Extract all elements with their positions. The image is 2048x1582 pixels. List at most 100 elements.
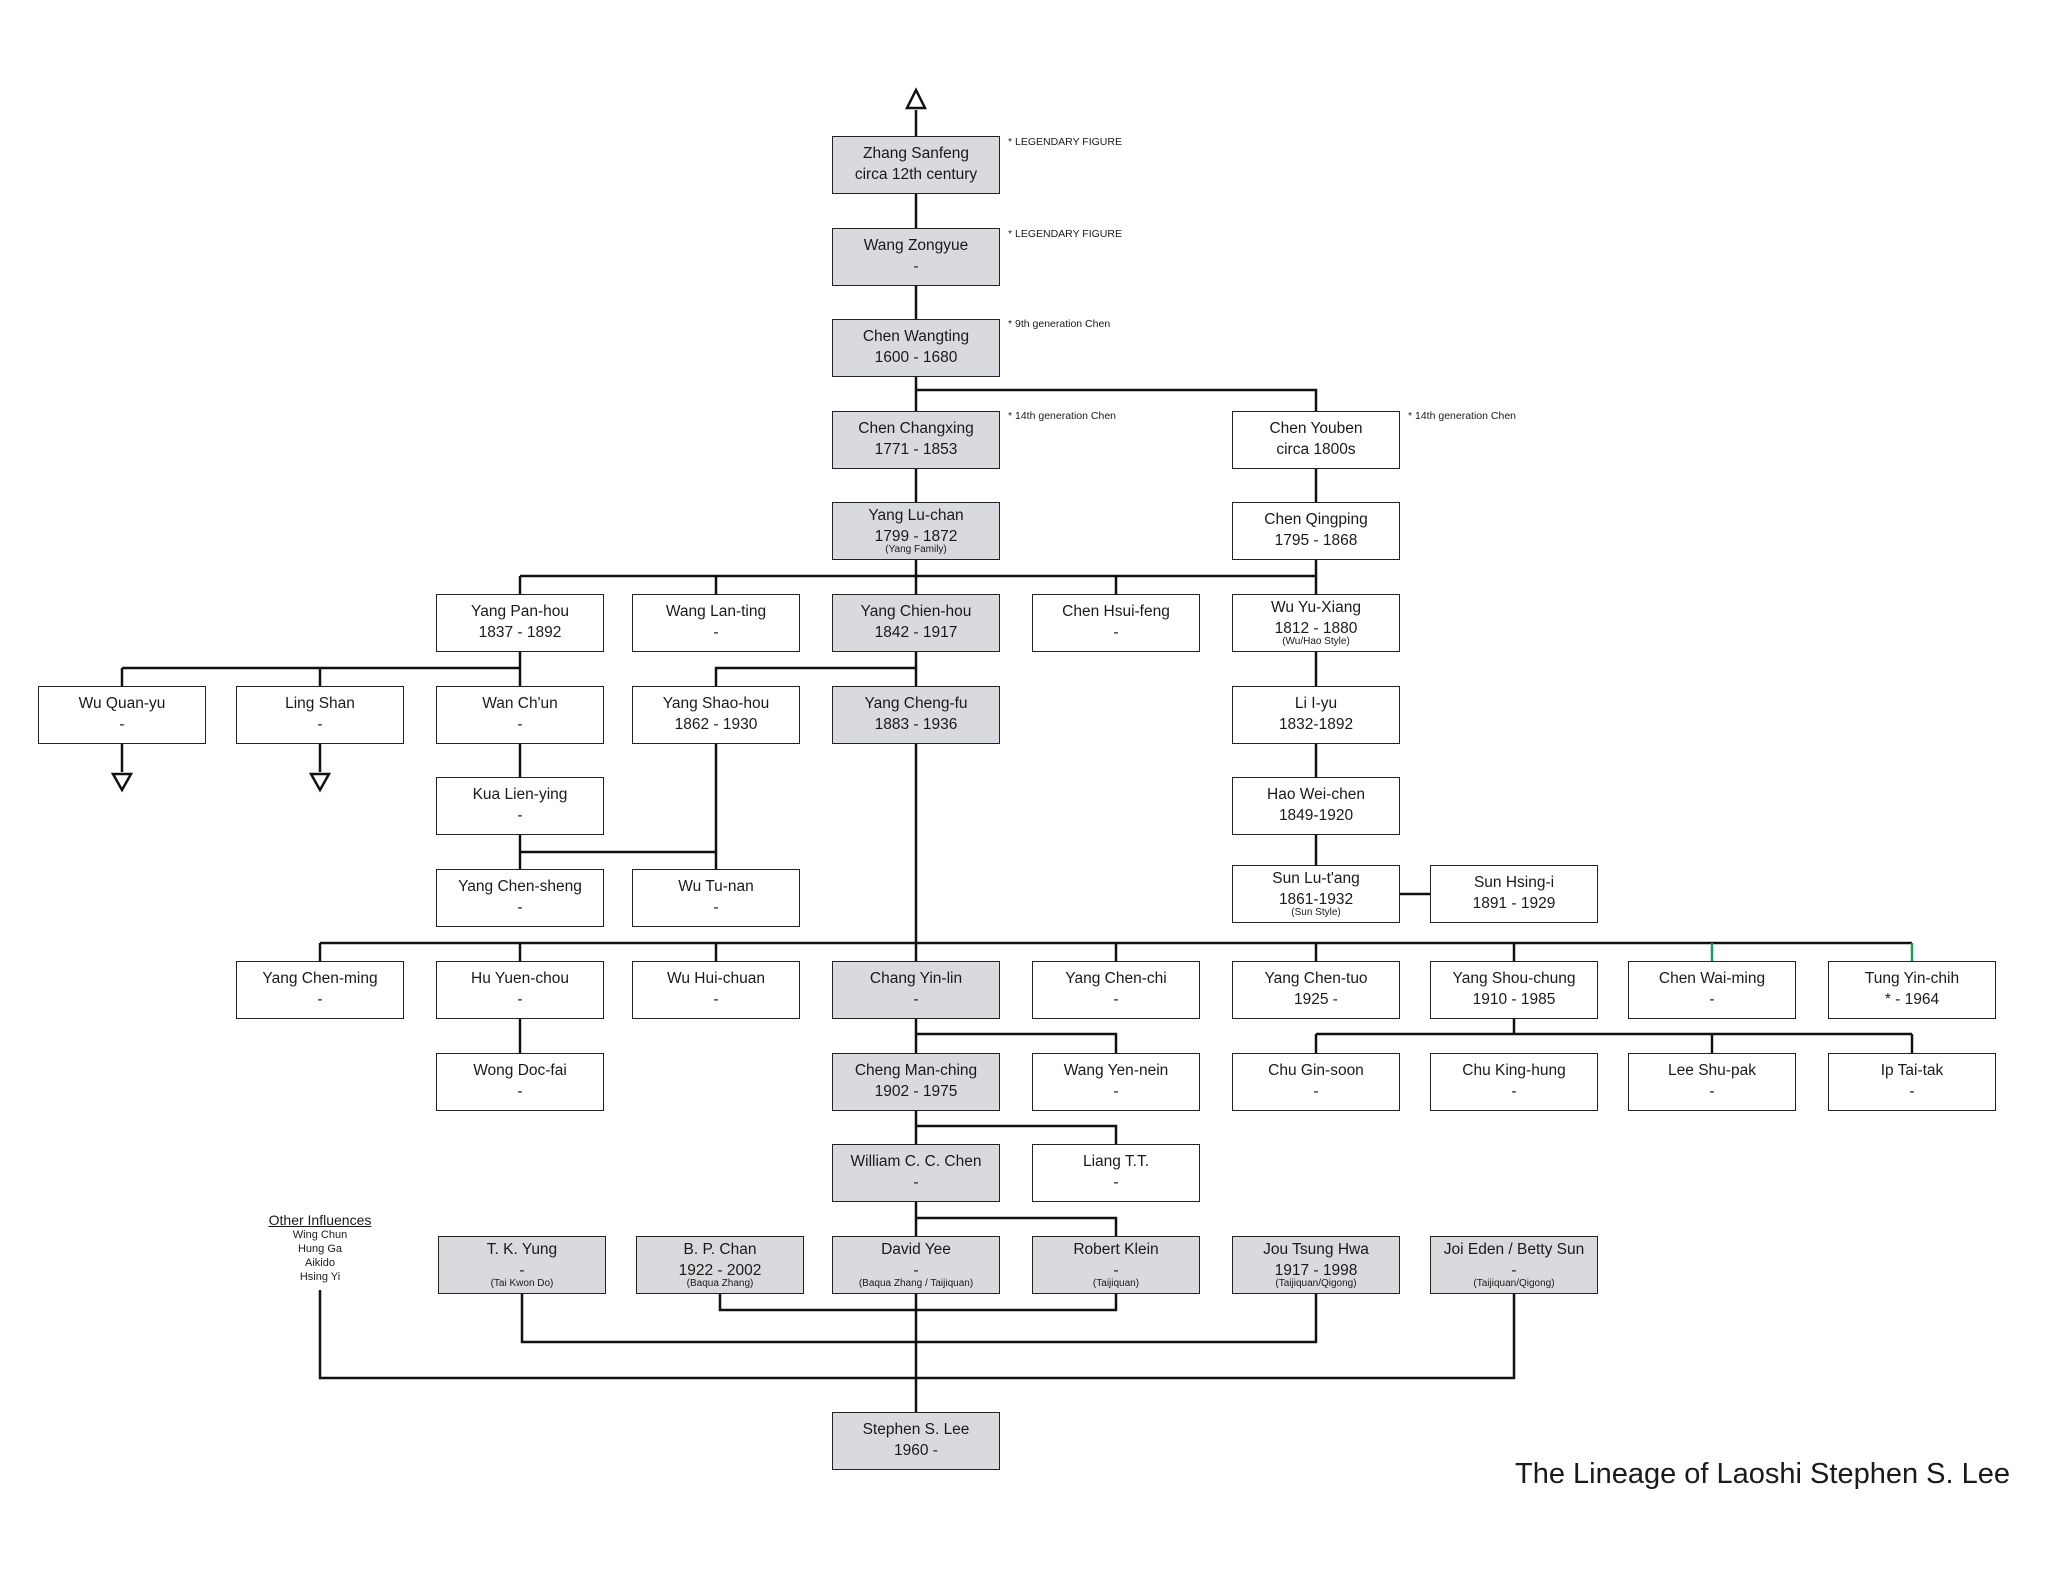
arrowhead-icon [308, 772, 332, 793]
node-style: (Yang Family) [885, 544, 947, 555]
node-dates: - [1113, 1083, 1119, 1100]
node-dates: 1910 - 1985 [1472, 991, 1556, 1008]
node-wuhc[interactable]: Wu Hui-chuan- [632, 961, 800, 1019]
node-kuly[interactable]: Kua Lien-ying - [436, 777, 604, 835]
node-tkyung[interactable]: T. K. Yung-(Tai Kwon Do) [438, 1236, 606, 1294]
node-dates: 1925 - [1294, 991, 1338, 1008]
node-dates: - [517, 807, 523, 824]
note-chenc: * 14th generation Chen [1008, 410, 1116, 422]
node-name: Kua Lien-ying [472, 786, 568, 803]
node-dates: - [1511, 1083, 1517, 1100]
node-dates: - [1113, 991, 1119, 1008]
node-name: Ip Tai-tak [1880, 1062, 1944, 1079]
node-dates: - [1313, 1083, 1319, 1100]
node-dates: - [713, 624, 719, 641]
node-chenhf[interactable]: Chen Hsui-feng- [1032, 594, 1200, 652]
node-name: Wang Lan-ting [665, 603, 767, 620]
node-name: Yang Cheng-fu [864, 695, 968, 712]
node-robertk[interactable]: Robert Klein-(Taijiquan) [1032, 1236, 1200, 1294]
node-yangcm[interactable]: Yang Chen-ming- [236, 961, 404, 1019]
node-name: Chang Yin-lin [869, 970, 963, 987]
node-iptt[interactable]: Ip Tai-tak- [1828, 1053, 1996, 1111]
node-lings[interactable]: Ling Shan- [236, 686, 404, 744]
node-dates: 1832-1892 [1278, 716, 1354, 733]
node-name: Wang Yen-nein [1063, 1062, 1169, 1079]
node-dates: circa 1800s [1276, 441, 1356, 458]
arrowhead-icon [904, 87, 928, 110]
node-huyc[interactable]: Hu Yuen-chou- [436, 961, 604, 1019]
node-dates: - [119, 716, 125, 733]
note-wangz: * LEGENDARY FIGURE [1008, 228, 1122, 240]
node-dates: 1862 - 1930 [674, 716, 758, 733]
connector-line [714, 666, 916, 686]
node-william[interactable]: William C. C. Chen- [832, 1144, 1000, 1202]
node-dates: 1922 - 2002 [678, 1262, 762, 1279]
node-name: Chen Changxing [858, 420, 974, 437]
node-dates: - [713, 899, 719, 916]
node-yangcc[interactable]: Yang Chen-chi- [1032, 961, 1200, 1019]
node-dates: 1917 - 1998 [1274, 1262, 1358, 1279]
node-wangz[interactable]: Wang Zongyue- [832, 228, 1000, 286]
connector-line [916, 1124, 1118, 1144]
node-yangcs[interactable]: Yang Chen-sheng- [436, 869, 604, 927]
node-dates: - [913, 1174, 919, 1191]
node-name: Hu Yuen-chou [471, 970, 569, 987]
node-liangtt[interactable]: Liang T.T.- [1032, 1144, 1200, 1202]
node-dates: - [519, 1262, 525, 1279]
node-wuqy[interactable]: Wu Quan-yu- [38, 686, 206, 744]
node-dates: 1600 - 1680 [874, 349, 958, 366]
node-name: Sun Lu-t'ang [1272, 870, 1360, 887]
node-wangyn[interactable]: Wang Yen-nein - [1032, 1053, 1200, 1111]
node-wanglt[interactable]: Wang Lan-ting - [632, 594, 800, 652]
node-name: B. P. Chan [683, 1241, 757, 1258]
node-name: Robert Klein [1073, 1241, 1159, 1258]
connector-line [318, 1290, 1516, 1380]
node-name: Wu Tu-nan [678, 878, 754, 895]
node-wanch[interactable]: Wan Ch'un- [436, 686, 604, 744]
node-chengmc[interactable]: Cheng Man-ching 1902 - 1975 [832, 1053, 1000, 1111]
node-dates: 1799 - 1872 [874, 528, 958, 545]
note-chenw: * 9th generation Chen [1008, 318, 1111, 330]
node-leesp[interactable]: Lee Shu-pak- [1628, 1053, 1796, 1111]
node-tungyc[interactable]: Tung Yin-chih* - 1964 [1828, 961, 1996, 1019]
node-chugs[interactable]: Chu Gin-soon- [1232, 1053, 1400, 1111]
node-davidyee[interactable]: David Yee-(Baqua Zhang / Taijiquan) [832, 1236, 1000, 1294]
node-changyl[interactable]: Chang Yin-lin- [832, 961, 1000, 1019]
node-name: Cheng Man-ching [854, 1062, 978, 1079]
node-dates: 1902 - 1975 [874, 1083, 958, 1100]
node-dates: - [1709, 991, 1715, 1008]
node-wutn[interactable]: Wu Tu-nan - [632, 869, 800, 927]
node-name: T. K. Yung [486, 1241, 558, 1258]
node-name: Wu Yu-Xiang [1271, 599, 1361, 616]
node-name: Stephen S. Lee [862, 1421, 970, 1438]
node-dates: 1837 - 1892 [478, 624, 562, 641]
node-joieden[interactable]: Joi Eden / Betty Sun-(Taijiquan/Qigong) [1430, 1236, 1598, 1294]
node-name: Ling Shan [285, 695, 355, 712]
node-dates: - [1511, 1262, 1517, 1279]
node-chukh[interactable]: Chu King-hung- [1430, 1053, 1598, 1111]
chart-title: The Lineage of Laoshi Stephen S. Lee [1515, 1458, 2010, 1490]
node-chenwm[interactable]: Chen Wai-ming- [1628, 961, 1796, 1019]
node-wongdf[interactable]: Wong Doc-fai- [436, 1053, 604, 1111]
node-dates: * - 1964 [1884, 991, 1940, 1008]
